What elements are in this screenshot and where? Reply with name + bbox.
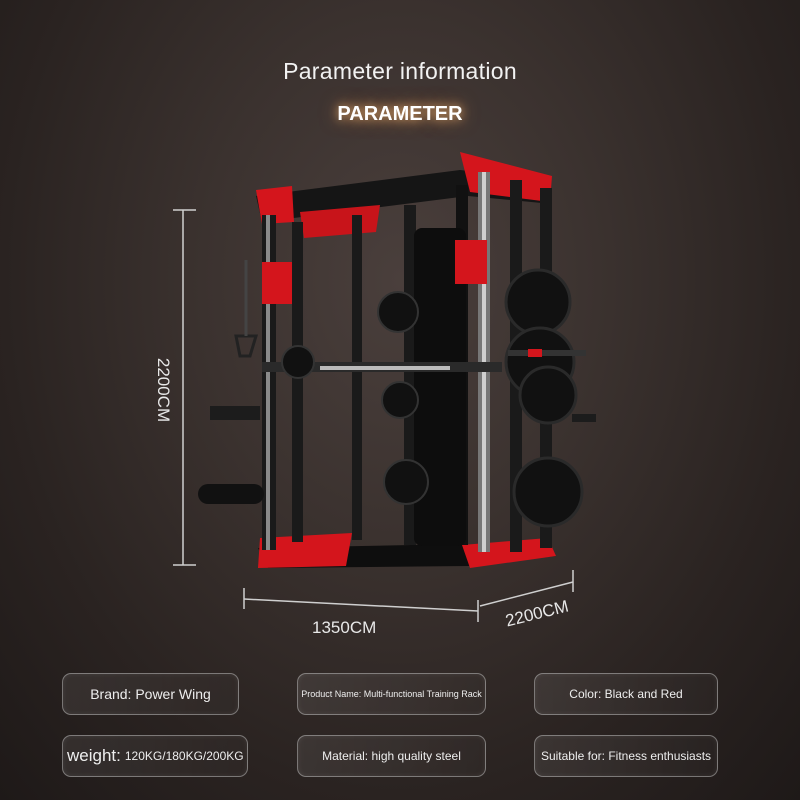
spec-material: Material: high quality steel bbox=[297, 735, 486, 777]
spec-weight-value: 120KG/180KG/200KG bbox=[124, 749, 244, 763]
spec-suitable-for: Suitable for: Fitness enthusiasts bbox=[534, 735, 718, 777]
spec-weight: weight: 120KG/180KG/200KG bbox=[62, 735, 248, 777]
width-dimension-label: 1350CM bbox=[312, 618, 377, 637]
height-dimension-label: 2200CM bbox=[154, 357, 173, 423]
spec-material-text: Material: high quality steel bbox=[322, 749, 461, 763]
depth-dimension-line bbox=[479, 570, 574, 607]
spec-color-text: Color: Black and Red bbox=[569, 687, 683, 701]
spec-brand: Brand: Power Wing bbox=[62, 673, 239, 715]
spec-color: Color: Black and Red bbox=[534, 673, 718, 715]
spec-product-name: Product Name: Multi-functional Training … bbox=[297, 673, 486, 715]
spec-brand-text: Brand: Power Wing bbox=[90, 686, 211, 702]
width-dimension-line bbox=[243, 588, 479, 622]
spec-product-name-text: Product Name: Multi-functional Training … bbox=[301, 689, 482, 699]
rack-frame bbox=[198, 152, 596, 568]
page-title: Parameter information bbox=[283, 58, 517, 84]
spec-weight-label: weight: bbox=[67, 746, 121, 765]
height-dimension-line bbox=[173, 209, 196, 566]
page-subtitle: PARAMETER bbox=[337, 103, 463, 125]
spec-suitable-for-text: Suitable for: Fitness enthusiasts bbox=[540, 749, 712, 763]
